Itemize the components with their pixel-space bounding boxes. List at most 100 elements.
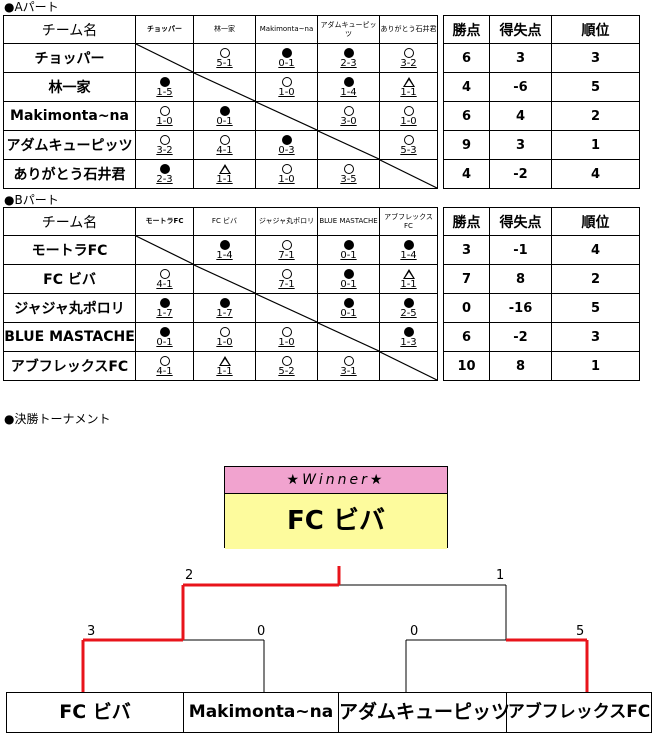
rank-value: 1: [551, 351, 640, 381]
win-circle-icon: [281, 269, 292, 279]
diagonal-line: [318, 131, 379, 159]
match-score: 1-7: [216, 308, 233, 319]
match-score: 3-5: [340, 174, 357, 185]
draw-triangle-icon: [402, 269, 415, 279]
result-cell: 3-0: [317, 101, 380, 131]
diff-value: -2: [489, 159, 552, 189]
diagonal-cell: [255, 101, 318, 131]
result-cell: 1-7: [135, 293, 194, 323]
win-circle-icon: [159, 135, 170, 145]
win-circle-icon: [343, 164, 354, 174]
match-score: 1-0: [278, 337, 295, 348]
match-score: 1-1: [400, 87, 417, 98]
team-name: FC ビバ: [3, 264, 136, 294]
loss-dot-icon: [343, 48, 354, 58]
rank-value: 1: [551, 130, 640, 160]
result-cell: 1-1: [193, 159, 256, 189]
team-name: アブフレックスFC: [3, 351, 136, 381]
match-score: 1-5: [156, 87, 173, 98]
match-score: 0-1: [278, 58, 295, 69]
result-cell: 1-1: [379, 264, 438, 294]
match-score: 7-1: [278, 250, 295, 261]
match-score: 0-1: [216, 116, 233, 127]
win-circle-icon: [403, 48, 414, 58]
match-score: 4-1: [156, 366, 173, 377]
win-circle-icon: [219, 48, 230, 58]
win-circle-icon: [281, 240, 292, 250]
draw-triangle-icon: [218, 356, 231, 366]
points-value: 7: [443, 264, 490, 294]
win-circle-icon: [343, 356, 354, 366]
loss-dot-icon: [281, 135, 292, 145]
rank-value: 4: [551, 159, 640, 189]
diagonal-cell: [379, 351, 438, 381]
match-score: 1-0: [400, 116, 417, 127]
column-header: アブフレックスFC: [379, 207, 438, 236]
rank-value: 5: [551, 72, 640, 102]
match-score: 2-3: [156, 174, 173, 185]
result-cell: 1-0: [255, 72, 318, 102]
match-score: 4-1: [156, 279, 173, 290]
result-cell: 0-1: [255, 43, 318, 73]
result-cell: 3-2: [135, 130, 194, 160]
match-score: 1-0: [156, 116, 173, 127]
bracket-team-2: Makimonta~na: [183, 692, 339, 733]
match-score: 1-1: [400, 279, 417, 290]
win-circle-icon: [403, 106, 414, 116]
result-cell: 2-3: [317, 43, 380, 73]
result-cell: 1-0: [193, 322, 256, 352]
match-score: 5-1: [216, 58, 233, 69]
diagonal-line: [318, 323, 379, 351]
bracket-team-3: アダムキューピッツ: [338, 692, 510, 733]
column-header: ありがとう石井君: [379, 15, 438, 44]
match-score: 1-0: [216, 337, 233, 348]
diff-value: 8: [489, 351, 552, 381]
match-score: 1-0: [278, 174, 295, 185]
loss-dot-icon: [403, 327, 414, 337]
points-value: 4: [443, 72, 490, 102]
match-score: 4-1: [216, 145, 233, 156]
points-value: 6: [443, 322, 490, 352]
match-score: 1-7: [156, 308, 173, 319]
win-circle-icon: [159, 106, 170, 116]
section-final-title: ●決勝トーナメント: [4, 412, 111, 426]
loss-dot-icon: [343, 77, 354, 87]
draw-triangle-icon: [402, 77, 415, 87]
points-value: 4: [443, 159, 490, 189]
match-score: 2-3: [340, 58, 357, 69]
result-cell: 5-3: [379, 130, 438, 160]
match-score: 1-4: [400, 250, 417, 261]
win-circle-icon: [219, 135, 230, 145]
result-cell: 1-1: [379, 72, 438, 102]
section-a-title: ●Aパート: [4, 0, 59, 14]
team-header: チーム名: [3, 15, 136, 44]
result-cell: 0-1: [193, 101, 256, 131]
diagonal-line: [256, 294, 317, 322]
diagonal-cell: [193, 264, 256, 294]
section-b-title: ●Bパート: [4, 193, 59, 207]
loss-dot-icon: [219, 106, 230, 116]
points-value: 10: [443, 351, 490, 381]
team-name: モートラFC: [3, 235, 136, 265]
result-cell: 5-2: [255, 351, 318, 381]
rank-value: 2: [551, 264, 640, 294]
win-circle-icon: [281, 327, 292, 337]
champion-name: FC ビバ: [225, 494, 447, 549]
win-circle-icon: [159, 269, 170, 279]
rank-value: 5: [551, 293, 640, 323]
match-score: 0-1: [340, 279, 357, 290]
points-header: 勝点: [443, 15, 490, 44]
bracket-team-1: FC ビバ: [6, 692, 184, 733]
result-cell: 0-1: [317, 264, 380, 294]
diff-value: 3: [489, 130, 552, 160]
points-value: 0: [443, 293, 490, 323]
match-score: 1-1: [216, 366, 233, 377]
diagonal-cell: [379, 159, 438, 189]
diagonal-line: [380, 352, 437, 380]
loss-dot-icon: [343, 240, 354, 250]
